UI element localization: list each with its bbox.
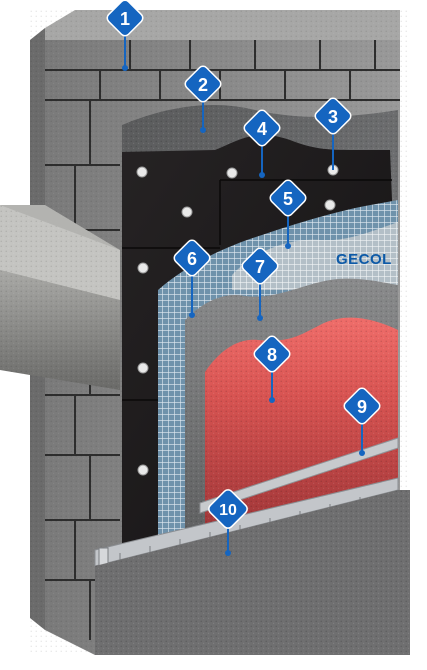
callout-2: 2 xyxy=(184,65,222,133)
callout-8: 8 xyxy=(253,335,291,403)
callout-number: 3 xyxy=(328,107,338,127)
callout-number: 6 xyxy=(187,249,197,269)
callout-number: 10 xyxy=(219,502,237,519)
callout-number: 5 xyxy=(283,189,293,209)
callout-9: 9 xyxy=(343,387,381,456)
callout-4: 4 xyxy=(243,109,281,178)
callout-number: 4 xyxy=(257,119,267,139)
concrete-slab xyxy=(0,205,120,390)
callout-10: 10 xyxy=(208,489,248,556)
callout-number: 1 xyxy=(120,9,130,29)
callout-number: 2 xyxy=(198,75,208,95)
callout-5: 5 xyxy=(269,179,307,249)
anchor-dowels xyxy=(136,164,339,476)
callout-number: 7 xyxy=(255,257,265,277)
callout-1: 1 xyxy=(106,0,144,71)
callout-number: 9 xyxy=(357,397,367,417)
brand-label: GECOL xyxy=(336,251,392,268)
callout-3: 3 xyxy=(314,97,352,170)
callout-6: 6 xyxy=(173,239,211,318)
drip-profile xyxy=(199,437,399,514)
callout-number: 8 xyxy=(267,345,277,365)
callout-7: 7 xyxy=(241,247,279,321)
